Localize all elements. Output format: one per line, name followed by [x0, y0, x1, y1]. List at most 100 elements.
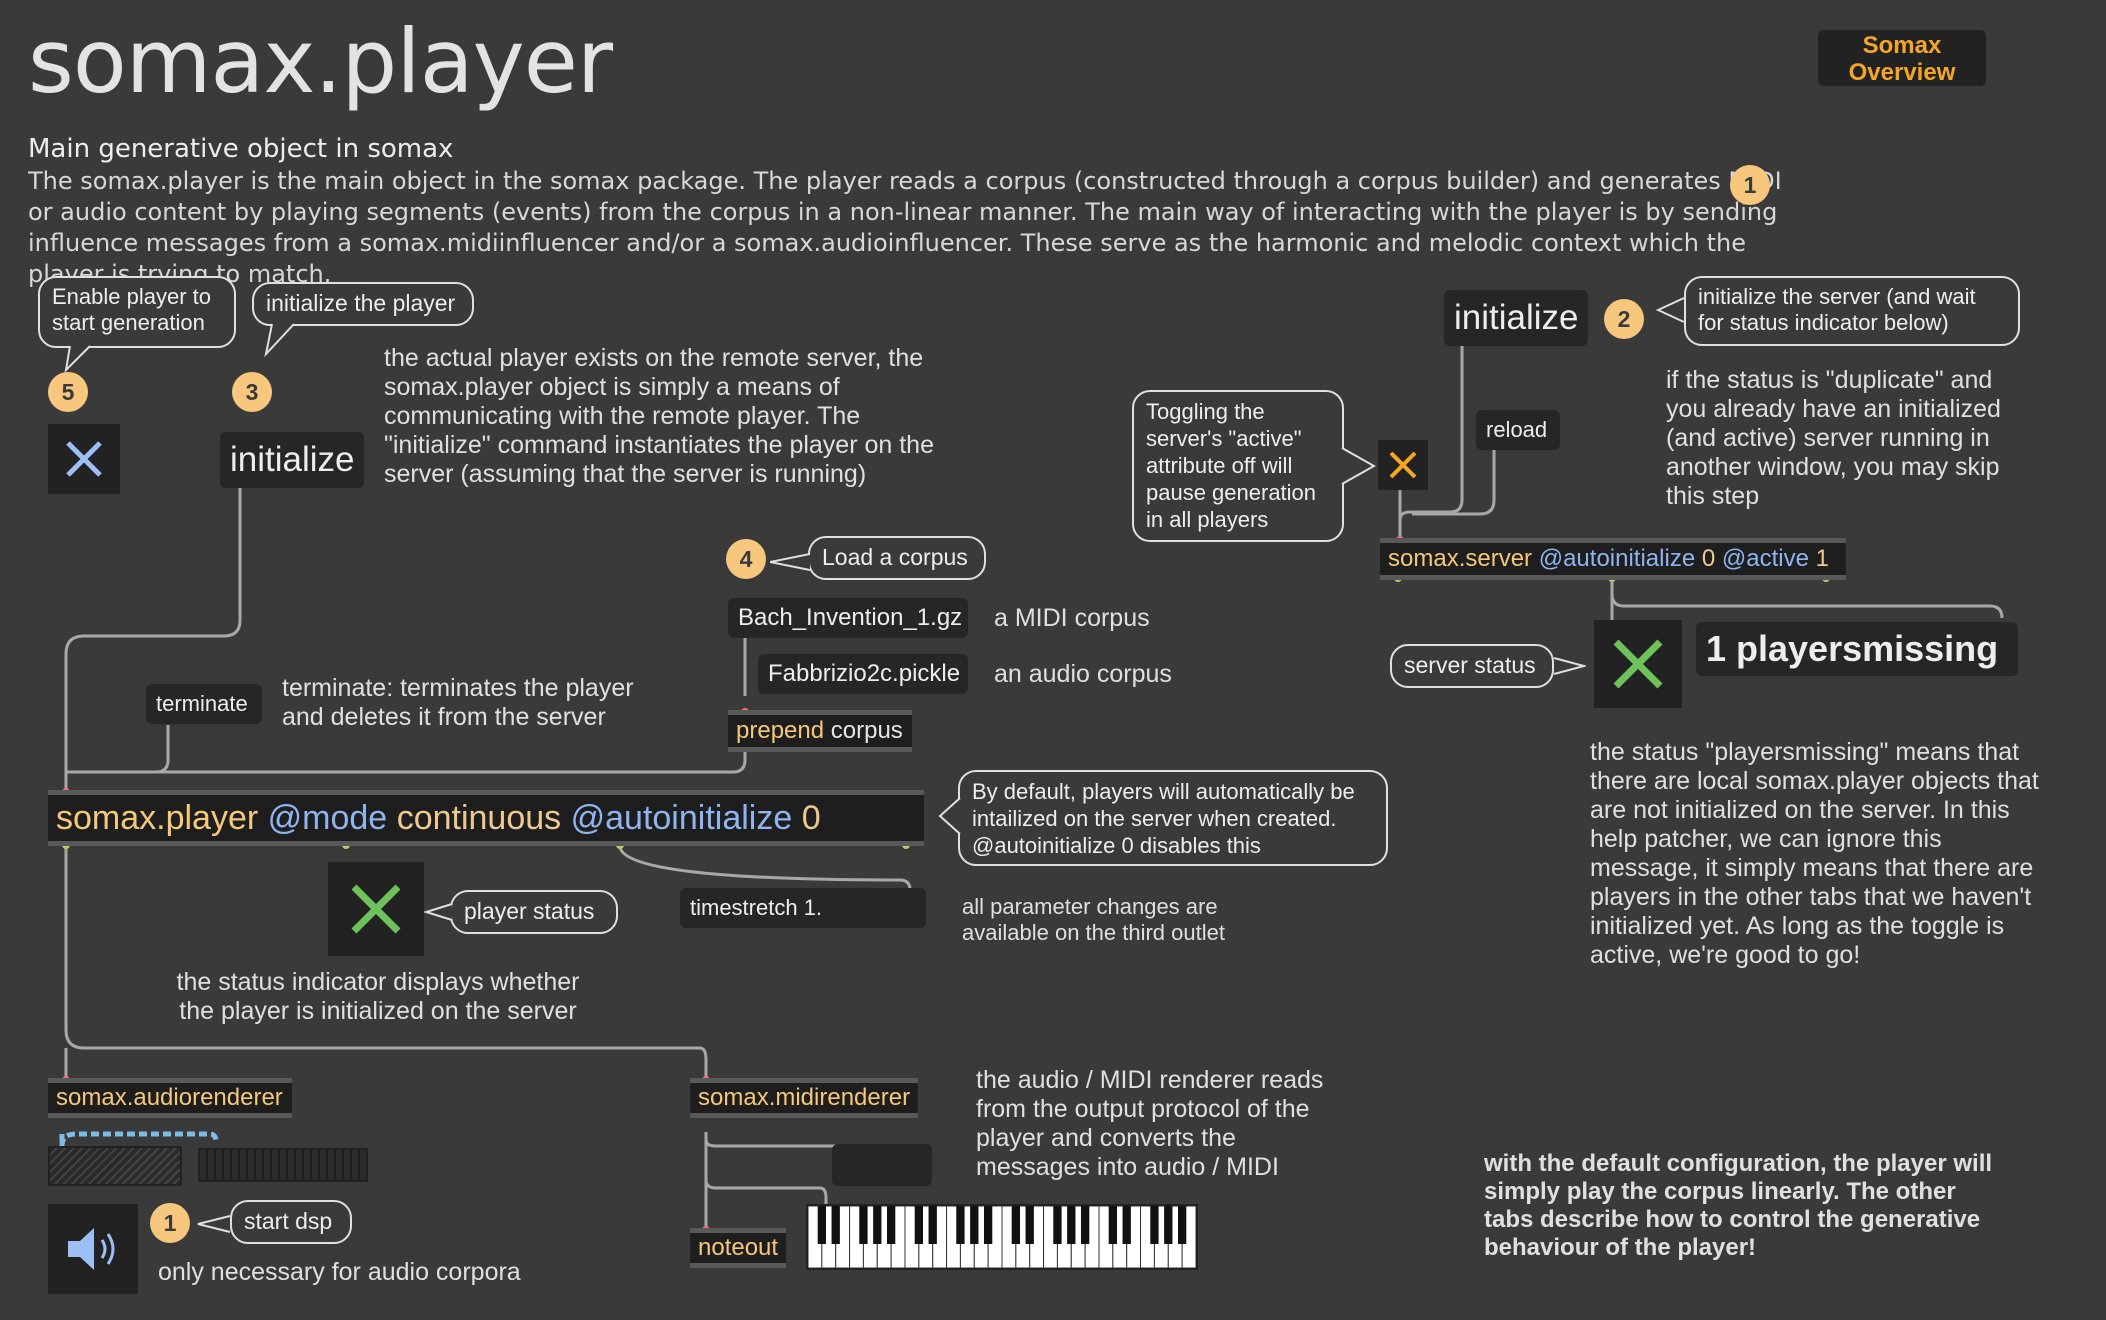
attr-mode-value: continuous — [396, 799, 562, 837]
server-status-bubble: server status — [1390, 644, 1554, 688]
remote-player-note: the actual player exists on the remote s… — [384, 344, 934, 488]
fabbrizio-corpus-message[interactable]: Fabbrizio2c.pickle — [758, 654, 968, 694]
autoinit-bubble: By default, players will automatically b… — [958, 770, 1388, 866]
dsp-toggle[interactable] — [48, 1204, 138, 1294]
bach-corpus-message[interactable]: Bach_Invention_1.gz — [728, 598, 968, 638]
black-key[interactable] — [1122, 1206, 1131, 1244]
step-badge-1: 1 — [150, 1203, 190, 1243]
black-key[interactable] — [914, 1206, 924, 1244]
default-config-note: with the default configuration, the play… — [1484, 1150, 1993, 1261]
empty-message-box[interactable] — [832, 1144, 932, 1186]
renderer-note: the audio / MIDI renderer reads from the… — [976, 1066, 1324, 1181]
init-player-bubble: initialize the player — [252, 282, 474, 326]
initialize-server-message[interactable]: initialize — [1444, 290, 1588, 346]
somax-server-object[interactable]: somax.server @autoinitialize 0 @active 1 — [1380, 538, 1846, 580]
reload-message[interactable]: reload — [1476, 410, 1560, 450]
page-description: The somax.player is the main object in t… — [28, 167, 1782, 288]
bubble-tail — [64, 345, 91, 373]
audio-only-note: only necessary for audio corpora — [158, 1258, 521, 1286]
page-subtitle: Main generative object in somax — [28, 134, 454, 164]
somax-overview-button[interactable]: Somax Overview — [1818, 30, 1986, 86]
server-status-text: 1 playersmissing — [1696, 622, 2018, 676]
object-name: somax.server — [1388, 545, 1533, 572]
terminate-message[interactable]: terminate — [146, 684, 262, 724]
black-key[interactable] — [928, 1206, 937, 1244]
attr-active: @active — [1721, 545, 1809, 572]
third-outlet-note: all parameter changes are available on t… — [962, 894, 1225, 945]
toggling-server-bubble: Toggling the server's "active" attribute… — [1132, 390, 1344, 542]
black-key[interactable] — [1025, 1206, 1034, 1244]
meter-icon — [48, 1146, 182, 1186]
object-name: prepend — [736, 717, 825, 744]
attr-mode: @mode — [267, 799, 388, 837]
black-key[interactable] — [970, 1206, 979, 1244]
server-status-indicator — [1594, 620, 1682, 708]
bubble-tail — [424, 903, 453, 921]
level-meter — [198, 1148, 368, 1182]
black-key[interactable] — [1080, 1206, 1090, 1244]
prepend-corpus-object[interactable]: prepend corpus — [728, 710, 912, 752]
player-enable-toggle[interactable] — [48, 424, 120, 494]
player-status-bubble: player status — [450, 890, 618, 934]
step-badge-3: 3 — [232, 372, 272, 412]
duplicate-note: if the status is "duplicate" and you alr… — [1666, 366, 2001, 510]
midirenderer-object[interactable]: somax.midirenderer — [690, 1078, 918, 1118]
black-key[interactable] — [873, 1206, 882, 1244]
object-name: somax.player — [56, 799, 259, 837]
playersmissing-note: the status "playersmissing" means that t… — [1590, 738, 2039, 969]
attr-active-value: 1 — [1815, 545, 1829, 572]
timestretch-message[interactable]: timestretch 1. — [680, 888, 926, 928]
black-key[interactable] — [817, 1206, 827, 1244]
bubble-tail — [938, 797, 961, 835]
init-server-bubble: initialize the server (and wait for stat… — [1684, 276, 2020, 346]
attr-autoinitialize-value: 0 — [1701, 545, 1716, 572]
bubble-tail — [197, 1215, 231, 1233]
keyboard-icon[interactable] — [806, 1204, 1198, 1270]
toggle-x-icon — [1613, 639, 1663, 689]
page-title: somax.player — [28, 10, 613, 113]
step-badge-4: 4 — [726, 539, 766, 579]
bubble-tail — [1341, 447, 1376, 485]
bubble-tail — [264, 323, 295, 358]
black-key[interactable] — [1011, 1206, 1021, 1244]
player-status-indicator — [328, 862, 424, 956]
attr-autoinitialize: @autoinitialize — [1538, 545, 1696, 572]
black-key[interactable] — [956, 1206, 965, 1244]
bubble-tail — [1656, 297, 1685, 323]
somax-player-object[interactable]: somax.player @mode continuous @autoiniti… — [48, 790, 924, 846]
attr-autoinitialize: @autoinitialize — [570, 799, 793, 837]
speaker-icon — [68, 1228, 115, 1270]
enable-player-bubble: Enable player to start generation — [38, 276, 236, 348]
audio-corpus-label: an audio corpus — [994, 660, 1172, 688]
toggle-x-icon — [66, 441, 102, 477]
initialize-player-message[interactable]: initialize — [220, 432, 364, 488]
step-badge-2: 2 — [1604, 299, 1644, 339]
black-key[interactable] — [1108, 1206, 1118, 1244]
noteout-object[interactable]: noteout — [690, 1228, 786, 1268]
black-key[interactable] — [1067, 1206, 1076, 1244]
load-corpus-bubble: Load a corpus — [808, 536, 986, 580]
piano-keyboard — [807, 1205, 1197, 1269]
black-key[interactable] — [1164, 1206, 1173, 1244]
bubble-tail — [1553, 657, 1586, 675]
toggle-x-icon — [351, 884, 401, 934]
black-key[interactable] — [983, 1206, 993, 1244]
step-badge-top: 1 — [1730, 165, 1770, 205]
start-dsp-bubble: start dsp — [230, 1200, 352, 1244]
black-key[interactable] — [1053, 1206, 1062, 1244]
black-key[interactable] — [886, 1206, 896, 1244]
black-key[interactable] — [1150, 1206, 1159, 1244]
toggle-x-icon — [1389, 451, 1417, 479]
black-key[interactable] — [859, 1206, 868, 1244]
status-indicator-note: the status indicator displays whether th… — [176, 968, 580, 1025]
step-badge-5: 5 — [48, 372, 88, 412]
midi-corpus-label: a MIDI corpus — [994, 604, 1150, 632]
object-arg: corpus — [830, 717, 903, 744]
black-key[interactable] — [831, 1206, 840, 1244]
terminate-note: terminate: terminates the player and del… — [282, 674, 634, 731]
black-key[interactable] — [1177, 1206, 1187, 1244]
server-active-toggle[interactable] — [1378, 440, 1428, 490]
audiorenderer-object[interactable]: somax.audiorenderer — [48, 1078, 292, 1118]
attr-autoinitialize-value: 0 — [801, 799, 821, 837]
bubble-tail — [770, 553, 810, 571]
